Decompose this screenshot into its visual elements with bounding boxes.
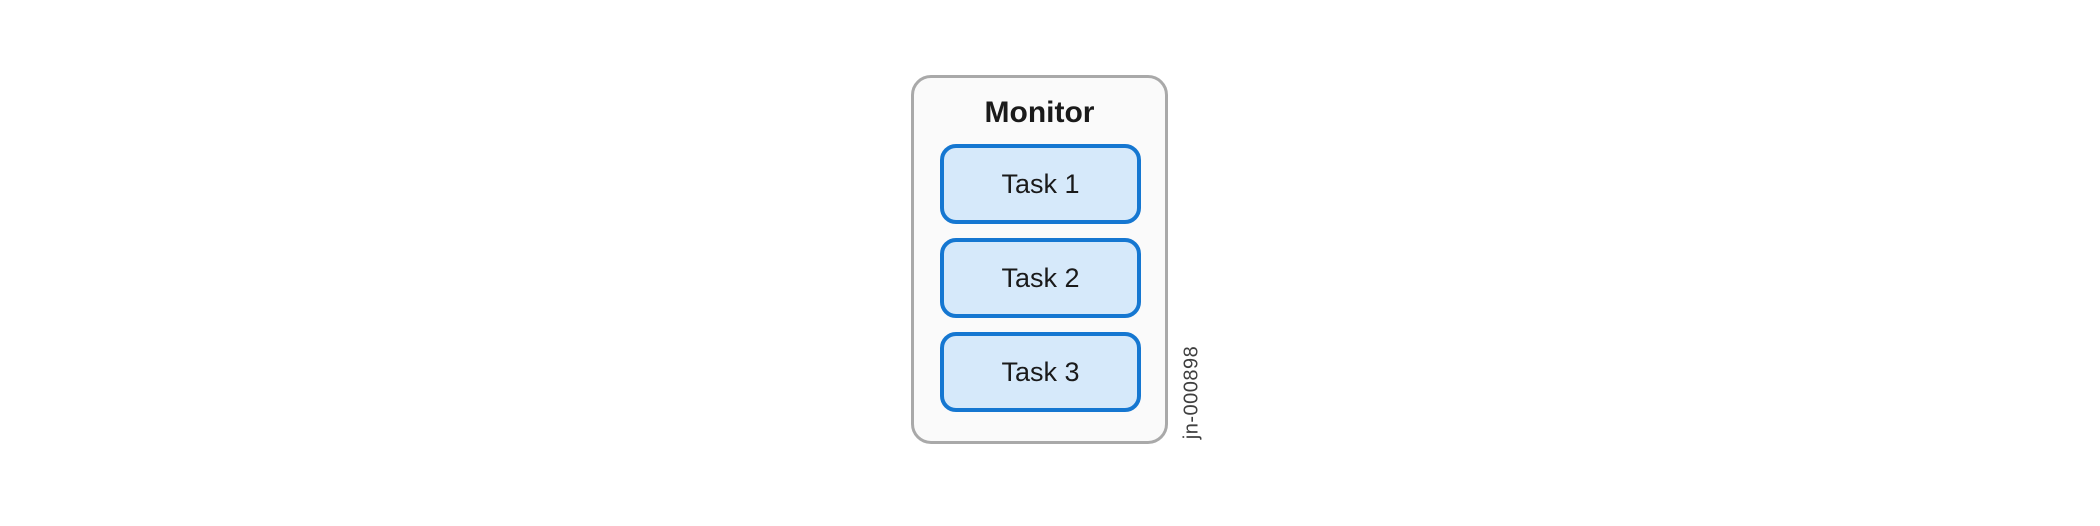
monitor-container: Monitor Task 1 Task 2 Task 3 [911, 75, 1168, 444]
task-label: Task 1 [1001, 168, 1080, 199]
task-label: Task 3 [1001, 356, 1080, 387]
task-node: Task 1 [940, 144, 1141, 224]
task-list: Task 1 Task 2 Task 3 [940, 144, 1141, 415]
figure-id-label: jn-000898 [1180, 345, 1203, 440]
task-node: Task 3 [940, 332, 1141, 412]
task-node: Task 2 [940, 238, 1141, 318]
monitor-title: Monitor [984, 96, 1095, 129]
task-label: Task 2 [1001, 262, 1080, 293]
